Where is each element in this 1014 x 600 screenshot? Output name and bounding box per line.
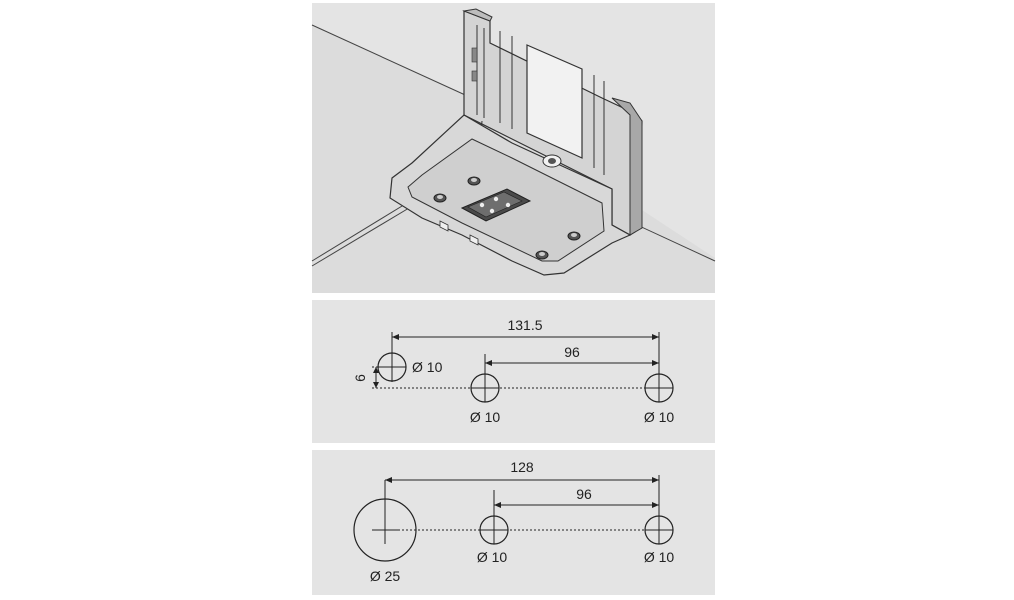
plate-hole-3 bbox=[489, 208, 495, 214]
dim-overall-arrow-right bbox=[652, 334, 659, 340]
notch-left bbox=[439, 220, 449, 232]
offset-value: 6 bbox=[352, 374, 368, 382]
table-front-edge-2 bbox=[311, 207, 410, 267]
dim-overall-value: 131.5 bbox=[507, 317, 542, 333]
dim-spacing-value: 96 bbox=[576, 486, 592, 502]
table-back-edge bbox=[311, 24, 475, 100]
hole-right-label: Ø 10 bbox=[644, 409, 675, 425]
drilling-pattern-1: 6 131.5 96 Ø 10 Ø 10 Ø 10 bbox=[352, 317, 675, 425]
hole-middle-label: Ø 10 bbox=[477, 549, 508, 565]
right-side-wall bbox=[611, 97, 643, 236]
dim-spacing-arrow-right bbox=[652, 360, 659, 366]
hole-middle-label: Ø 10 bbox=[470, 409, 501, 425]
drilling-pattern-1-panel: 6 131.5 96 Ø 10 Ø 10 Ø 10 bbox=[312, 300, 715, 443]
mounting-plate-inner bbox=[467, 191, 523, 218]
dim-overall-arrow-right bbox=[652, 477, 659, 483]
offset-arrow-bottom bbox=[373, 382, 379, 388]
plate-hole-4 bbox=[505, 202, 511, 208]
illustration-panel bbox=[311, 3, 716, 293]
dim-spacing-arrow-right bbox=[652, 502, 659, 508]
hole-right-label: Ø 10 bbox=[644, 549, 675, 565]
dim-overall-arrow-left bbox=[392, 334, 399, 340]
screw-3 bbox=[535, 250, 549, 260]
drilling-pattern-2: 128 96 Ø 25 Ø 10 Ø 10 bbox=[353, 459, 675, 584]
notch-right bbox=[469, 234, 479, 246]
screw-1 bbox=[433, 193, 447, 203]
dim-overall-value: 128 bbox=[510, 459, 534, 475]
bracket-illustration bbox=[311, 8, 716, 293]
hole-left-label: Ø 10 bbox=[412, 359, 443, 375]
plate-hole-2 bbox=[493, 196, 499, 202]
table-front-edge bbox=[311, 202, 408, 262]
slot-1 bbox=[471, 47, 478, 63]
screw-2 bbox=[467, 176, 481, 186]
window-opening bbox=[526, 44, 583, 159]
plate-hole-1 bbox=[479, 202, 485, 208]
dim-spacing-arrow-left bbox=[494, 502, 501, 508]
dim-overall-arrow-left bbox=[385, 477, 392, 483]
offset-arrow-top bbox=[373, 367, 379, 373]
large-hole-label: Ø 25 bbox=[370, 568, 401, 584]
dim-spacing-arrow-left bbox=[485, 360, 492, 366]
dim-spacing-value: 96 bbox=[564, 344, 580, 360]
keyhole bbox=[542, 154, 562, 168]
drilling-pattern-2-panel: 128 96 Ø 25 Ø 10 Ø 10 bbox=[312, 450, 715, 595]
screw-4 bbox=[567, 231, 581, 241]
slot-2 bbox=[471, 70, 478, 82]
left-upright-top bbox=[462, 8, 493, 22]
